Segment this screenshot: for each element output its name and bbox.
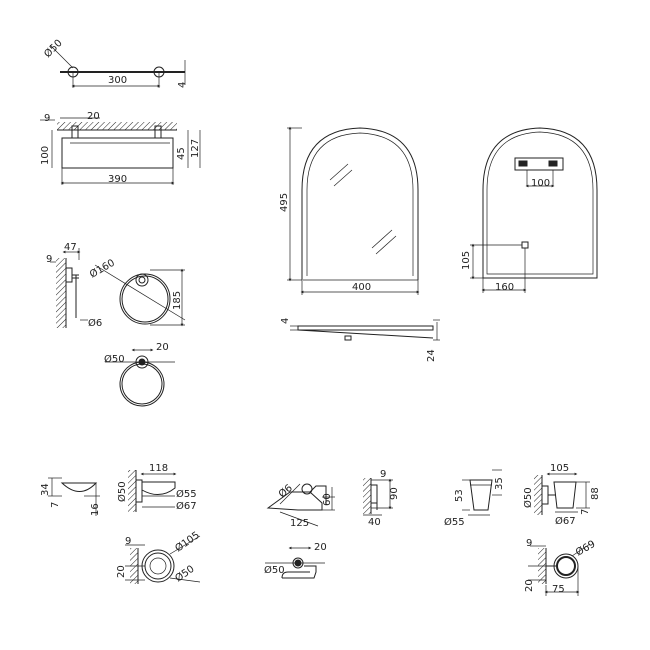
dim-label: 300 [108, 75, 127, 86]
towel-ring-small-view: Ø50 20 [104, 342, 175, 407]
paper-holder-front-view: Ø50 20 [264, 542, 327, 579]
dim-label: Ø55 [176, 488, 197, 500]
dim-label: 185 [172, 291, 183, 310]
dim-label: 160 [495, 282, 514, 293]
towel-ring-front-view: Ø160 185 [88, 257, 186, 327]
dim-label: Ø55 [444, 516, 465, 528]
dim-label: 105 [461, 251, 472, 270]
cup-holder-top-view: 9 Ø69 20 75 [524, 538, 597, 596]
dim-label: Ø69 [574, 538, 598, 559]
dim-label: 4 [177, 82, 188, 88]
shelf-front-view: 9 20 100 45 127 390 [40, 111, 201, 185]
soap-dish-front-view: 118 Ø50 Ø55 Ø67 [116, 463, 197, 512]
dim-label: 53 [454, 489, 465, 502]
dim-label: 9 [125, 536, 131, 547]
dim-label: 16 [90, 503, 101, 516]
dim-label: 9 [44, 113, 50, 124]
paper-holder-perspective-view: Ø6 125 60 [266, 482, 335, 529]
mirror-front-view: 495 400 [279, 126, 420, 295]
dim-label: 24 [426, 349, 437, 362]
dim-label: Ø50 [104, 353, 125, 365]
dim-label: Ø50 [116, 481, 128, 502]
dim-label: 90 [389, 487, 400, 500]
dim-label: 60 [322, 493, 333, 506]
dim-label: 47 [64, 242, 77, 253]
paper-holder-side-view: 9 90 40 [363, 469, 400, 528]
dim-label: Ø6 [276, 482, 295, 500]
cup-holder-side-view: 53 35 Ø55 [444, 469, 505, 528]
mirror-back-view: 100 105 160 [461, 127, 598, 293]
dim-label: 127 [190, 139, 201, 158]
dim-label: 35 [494, 477, 505, 490]
dim-label: Ø50 [522, 487, 534, 508]
dim-label: 125 [290, 518, 309, 529]
dim-label: Ø160 [88, 257, 117, 281]
dim-label: 9 [46, 254, 52, 265]
dim-label: 20 [87, 111, 100, 122]
shelf-top-view: Ø50 300 4 [42, 37, 188, 88]
dim-label: 390 [108, 174, 127, 185]
dim-label: 9 [526, 538, 532, 549]
dim-label: 400 [352, 282, 371, 293]
dim-label: Ø105 [173, 529, 202, 554]
dim-label: 75 [552, 584, 565, 595]
cup-holder-front-view: 105 Ø50 88 7 Ø67 [522, 463, 601, 527]
dim-label: 9 [380, 469, 386, 480]
dim-label: 495 [279, 193, 290, 212]
soap-dish-side-view: 34 7 16 [40, 477, 101, 516]
dim-label: Ø6 [88, 317, 102, 329]
dim-label: 105 [550, 463, 569, 474]
dim-label: 45 [176, 147, 187, 160]
dim-label: 100 [531, 178, 550, 189]
dim-label: Ø50 [264, 564, 285, 576]
dim-label: 4 [280, 318, 291, 324]
dim-label: 20 [524, 579, 535, 592]
dim-label: Ø67 [176, 500, 197, 512]
dim-label: 88 [590, 487, 601, 500]
dim-label: 40 [368, 517, 381, 528]
dim-label: 100 [40, 146, 51, 165]
dim-label: 118 [149, 463, 168, 474]
towel-ring-side-view: 9 47 Ø6 [46, 242, 102, 329]
dim-label: 20 [156, 342, 169, 353]
dim-label: 34 [40, 483, 51, 496]
dim-label: 7 [50, 502, 61, 508]
soap-dish-top-view: 9 20 Ø105 Ø50 [116, 529, 202, 584]
dim-label: 20 [314, 542, 327, 553]
dim-label: 20 [116, 565, 127, 578]
dim-label: 7 [580, 509, 591, 515]
dim-label: Ø67 [555, 515, 576, 527]
mirror-side-view: 4 24 [280, 318, 440, 362]
